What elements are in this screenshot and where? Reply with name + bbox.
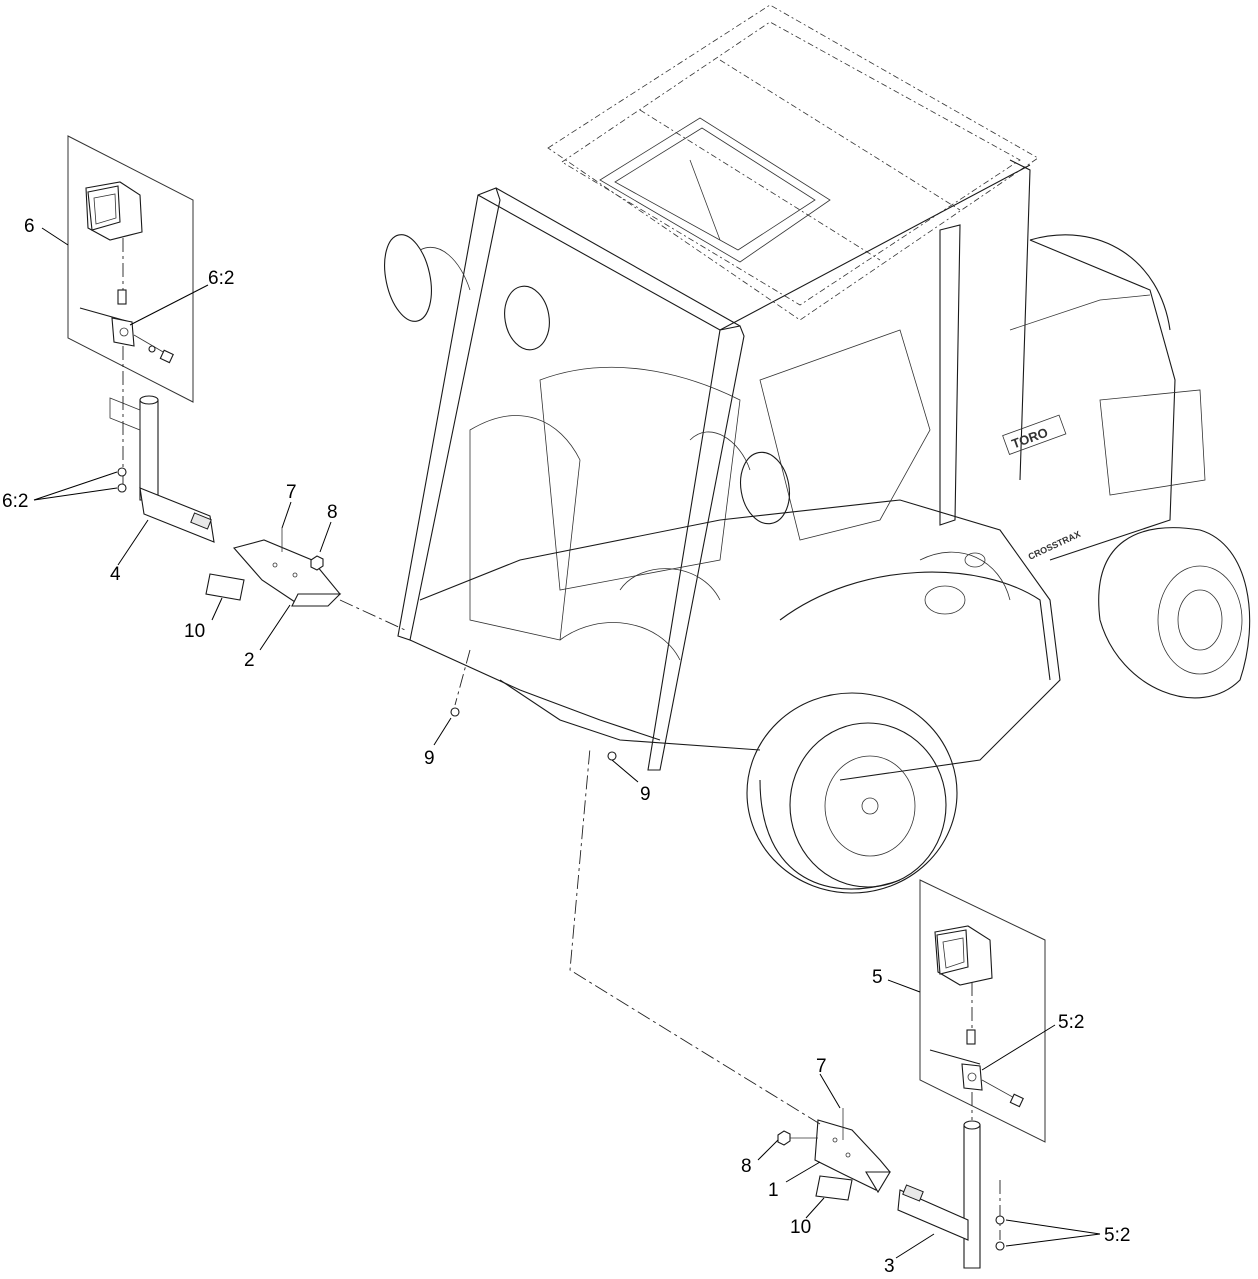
callout-2: 2 xyxy=(244,650,255,671)
callout-1: 1 xyxy=(768,1180,779,1201)
callout-6: 6 xyxy=(24,216,35,237)
callout-3: 3 xyxy=(884,1256,895,1277)
callout-7-right: 7 xyxy=(816,1056,827,1077)
callout-10-left: 10 xyxy=(184,621,205,642)
mount-bracket-icon xyxy=(109,395,215,543)
model-badge: CROSSTRAX xyxy=(1027,529,1082,562)
callout-5: 5 xyxy=(872,967,883,988)
right-light-assembly xyxy=(569,747,1046,1269)
callout-9-right: 9 xyxy=(640,784,651,805)
callout-6-2-bottom: 6:2 xyxy=(2,491,28,512)
callout-7-left: 7 xyxy=(286,482,297,503)
callout-6-2-top: 6:2 xyxy=(208,268,234,289)
callout-8-left: 8 xyxy=(327,502,338,523)
work-light-icon xyxy=(934,925,993,986)
callout-labels: 6 6:2 6:2 4 7 8 10 2 9 9 5 5:2 7 8 1 10 … xyxy=(2,216,1130,1277)
left-light-assembly xyxy=(67,135,471,717)
brand-badge: TORO xyxy=(1002,414,1067,455)
callout-9-left: 9 xyxy=(424,748,435,769)
wheel-icon xyxy=(746,527,1251,894)
callout-4: 4 xyxy=(110,564,121,585)
mount-bracket-icon xyxy=(897,1120,981,1269)
callout-10-right: 10 xyxy=(790,1217,811,1238)
leader-lines xyxy=(33,227,1101,1259)
work-light-icon xyxy=(85,181,143,241)
callout-8-right: 8 xyxy=(741,1156,752,1177)
callout-5-2-top: 5:2 xyxy=(1058,1012,1084,1033)
vehicle-cab-icon: TORO CROSSTRAX xyxy=(384,4,1206,781)
callout-5-2-bottom: 5:2 xyxy=(1104,1225,1130,1246)
